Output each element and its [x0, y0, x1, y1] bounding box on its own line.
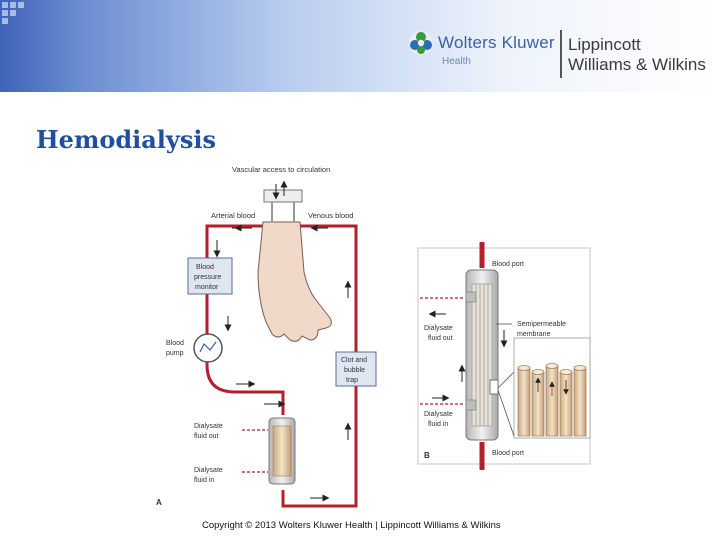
- logo-divider: [560, 30, 562, 78]
- label-dialysate-out-b-1: Dialysate: [424, 325, 453, 332]
- panel-b-letter: B: [424, 451, 430, 460]
- brand-name: Wolters Kluwer: [438, 33, 555, 52]
- venous-line: [281, 224, 358, 508]
- brand-sub: Health: [442, 56, 471, 67]
- label-blood-pump-1: Blood: [166, 340, 184, 347]
- membrane-closeup: [497, 337, 591, 439]
- panel-a: Vascular access to circulation Arterial …: [156, 165, 377, 508]
- label-dialysate-in-a-1: Dialysate: [194, 467, 223, 474]
- label-bp-monitor-3: monitor: [195, 284, 219, 291]
- label-dialysate-out-a-1: Dialysate: [194, 423, 223, 430]
- label-bp-monitor-2: pressure: [194, 274, 221, 281]
- bp-monitor-box: [187, 257, 233, 295]
- wolters-kluwer-logo-icon: [409, 31, 433, 55]
- label-clot-trap-3: trap: [346, 377, 358, 384]
- label-dialysate-in-b-1: Dialysate: [424, 411, 453, 418]
- arterial-line: [205, 224, 285, 415]
- panel-a-letter: A: [156, 498, 162, 507]
- label-blood-pump-2: pump: [166, 350, 184, 357]
- label-dialysate-out-b-2: fluid out: [428, 335, 453, 342]
- dialyzer-a: [242, 417, 296, 485]
- copyright-footer: Copyright © 2013 Wolters Kluwer Health |…: [202, 520, 501, 531]
- slide-title: Hemodialysis: [36, 125, 216, 154]
- publisher-line-1: Lippincott: [568, 35, 641, 54]
- panel-b: Blood port Blood port Semipermeable memb…: [417, 242, 591, 470]
- label-dialysate-out-a-2: fluid out: [194, 433, 219, 440]
- label-dialysate-in-b-2: fluid in: [428, 421, 448, 428]
- label-blood-port-bottom: Blood port: [492, 450, 524, 457]
- label-semipermeable-2: membrane: [517, 331, 551, 338]
- corner-decoration: [0, 0, 40, 40]
- label-bp-monitor-1: Blood: [196, 264, 214, 271]
- clot-trap-box: [335, 351, 377, 387]
- header-banner: [0, 0, 720, 92]
- label-vascular-access: Vascular access to circulation: [232, 165, 330, 174]
- label-clot-trap-2: bubble: [344, 367, 365, 374]
- publisher-line-2: Williams & Wilkins: [568, 55, 706, 74]
- label-dialysate-in-a-2: fluid in: [194, 477, 214, 484]
- label-semipermeable-1: Semipermeable: [517, 321, 566, 328]
- label-venous-blood: Venous blood: [308, 211, 353, 220]
- label-blood-port-top: Blood port: [492, 261, 524, 268]
- label-arterial-blood: Arterial blood: [211, 211, 255, 220]
- dialyzer-b: [465, 269, 499, 441]
- label-clot-trap-1: Clot and: [341, 357, 367, 364]
